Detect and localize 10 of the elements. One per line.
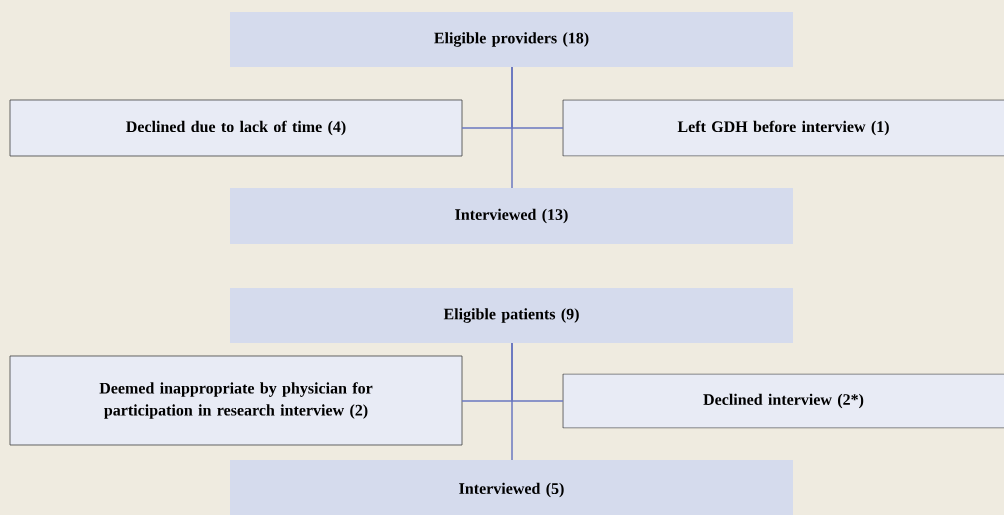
exclusion-box: Left GDH before interview (1) bbox=[562, 99, 1004, 157]
flow-box: Interviewed (5) bbox=[230, 460, 793, 515]
flow-box: Eligible providers (18) bbox=[230, 12, 793, 67]
exclusion-box: Declined interview (2*) bbox=[562, 373, 1004, 429]
flow-box: Interviewed (13) bbox=[230, 188, 793, 244]
flow-box: Eligible patients (9) bbox=[230, 288, 793, 343]
connector-line bbox=[511, 66, 564, 129]
connector-line bbox=[511, 342, 564, 402]
exclusion-box: Declined due to lack of time (4) bbox=[9, 99, 463, 157]
exclusion-box: Deemed inappropriate by physician for participation in research interview (2) bbox=[9, 355, 463, 446]
